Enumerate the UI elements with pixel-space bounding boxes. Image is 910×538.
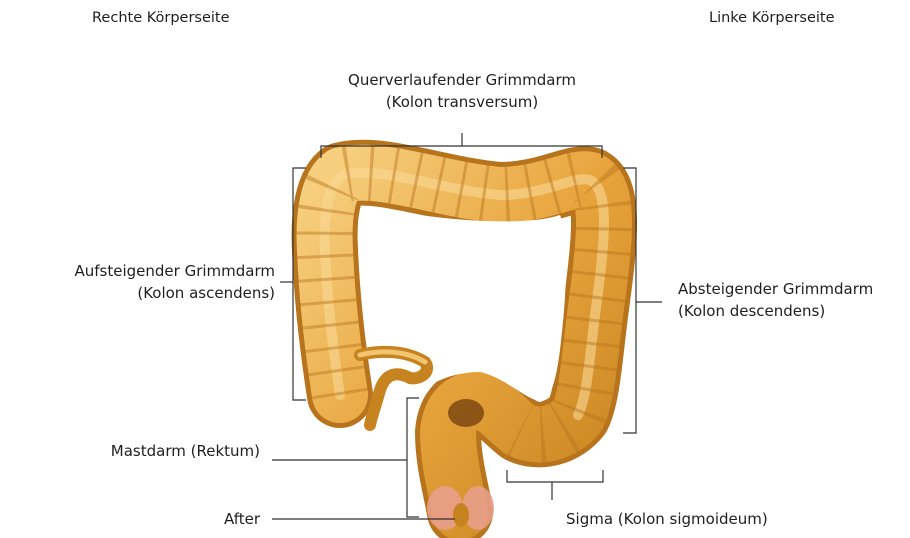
label-ascendens-line2: (Kolon ascendens) — [5, 282, 275, 304]
label-after: After — [110, 508, 260, 530]
label-ascendens-line1: Aufsteigender Grimmdarm — [5, 260, 275, 282]
label-rektum: Mastdarm (Rektum) — [40, 440, 260, 462]
label-descendens-line1: Absteigender Grimmdarm — [678, 278, 873, 300]
colon-illustration — [325, 173, 604, 530]
label-descendens: Absteigender Grimmdarm (Kolon descendens… — [678, 278, 873, 322]
label-ascendens: Aufsteigender Grimmdarm (Kolon ascendens… — [5, 260, 275, 304]
label-sigma: Sigma (Kolon sigmoideum) — [566, 508, 768, 530]
label-transversum-line1: Querverlaufender Grimmdarm — [312, 69, 612, 91]
label-transversum-line2: (Kolon transversum) — [312, 91, 612, 113]
label-transversum: Querverlaufender Grimmdarm (Kolon transv… — [312, 69, 612, 113]
label-descendens-line2: (Kolon descendens) — [678, 300, 873, 322]
bracket-sigma — [507, 470, 603, 500]
